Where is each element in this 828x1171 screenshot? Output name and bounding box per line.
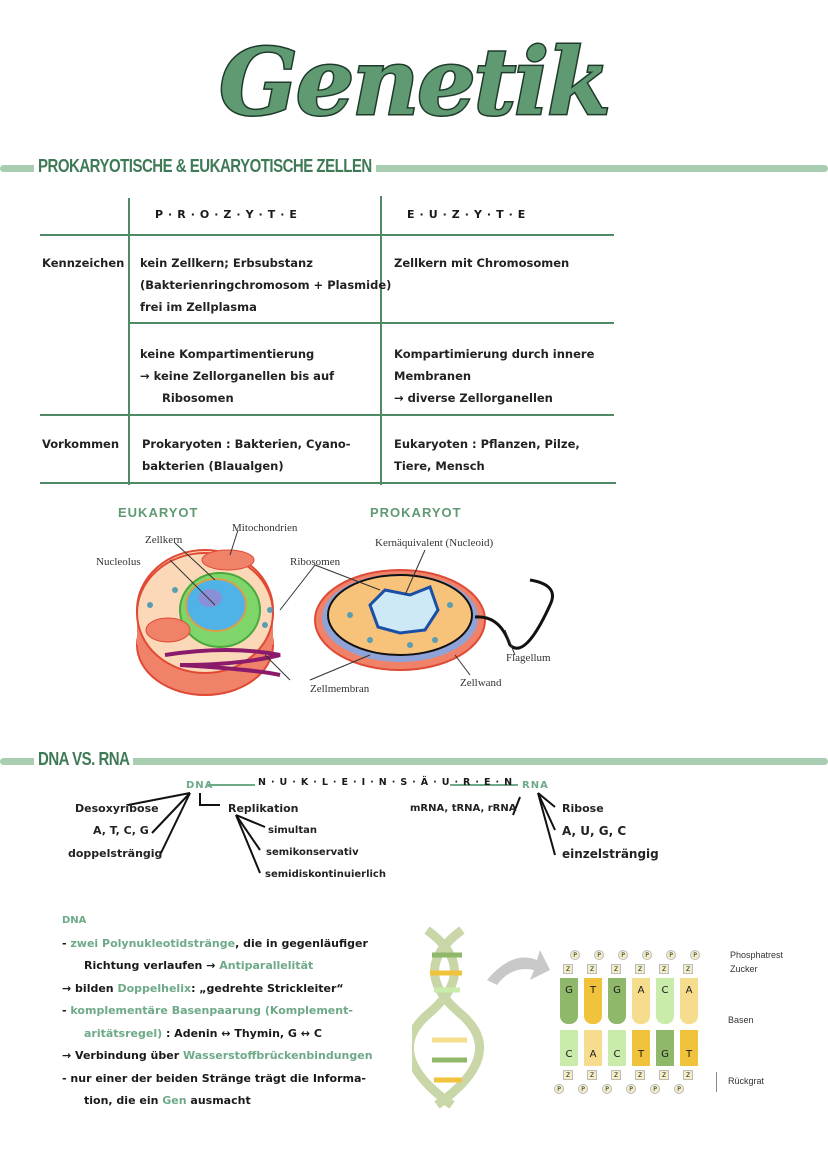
- base-bottom: C: [560, 1030, 578, 1066]
- label-ribosomen: Ribosomen: [290, 556, 341, 568]
- notes-heading: DNA: [62, 915, 87, 926]
- section-heading-zellen: PROKARYOTISCHE & EUKARYOTISCHE ZELLEN: [34, 156, 376, 177]
- section-divider: [0, 758, 828, 765]
- map-connectors: [127, 784, 556, 874]
- phosphate-mark: P: [674, 1084, 684, 1094]
- label-zellmembran: Zellmembran: [310, 683, 370, 695]
- rna-prop: A, U, G, C: [562, 824, 627, 838]
- label-mitochondrien: Mitochondrien: [232, 522, 298, 534]
- table-cell: Eukaryoten : Pflanzen, Pilze, Tiere, Men…: [394, 437, 580, 473]
- label-flagellum: Flagellum: [506, 652, 551, 664]
- table-cell: Prokaryoten : Bakterien, Cyano- bakterie…: [142, 437, 351, 473]
- phosphate-mark: P: [554, 1084, 564, 1094]
- label-rueckgrat: Rückgrat: [728, 1076, 765, 1086]
- sugar-mark: Z: [587, 1070, 597, 1080]
- base-top: A: [632, 978, 650, 1024]
- label-zucker: Zucker: [730, 964, 758, 974]
- label-basen: Basen: [728, 1015, 754, 1025]
- arrow-icon: [487, 950, 550, 985]
- table-cell: kein Zellkern; Erbsubstanz (Bakterienrin…: [140, 256, 392, 314]
- node-dna: DNA: [186, 780, 214, 791]
- phosphate-mark: P: [666, 950, 676, 960]
- section-heading-dna-rna: DNA VS. RNA: [34, 749, 134, 770]
- phosphate-mark: P: [626, 1084, 636, 1094]
- phosphate-mark: P: [594, 950, 604, 960]
- base-top: G: [560, 978, 578, 1024]
- node-nukleinsaeuren: N·U·K·L·E·I·N·S·Ä·U·R·E·N: [258, 777, 518, 788]
- section-divider: [0, 165, 828, 172]
- sugar-mark: Z: [563, 964, 573, 974]
- column-header-procyte: P·R·O·Z·Y·T·E: [155, 208, 302, 221]
- table-cell: Zellkern mit Chromosomen: [394, 256, 570, 270]
- phosphate-mark: P: [690, 950, 700, 960]
- caption-eukaryot: EUKARYOT: [118, 505, 199, 520]
- phosphate-mark: P: [650, 1084, 660, 1094]
- table-cell: keine Kompartimentierung → keine Zellorg…: [140, 347, 335, 405]
- base-top: A: [680, 978, 698, 1024]
- table-cell: Kompartimierung durch innere Membranen →…: [394, 347, 595, 405]
- phosphate-mark: P: [570, 950, 580, 960]
- sugar-mark: Z: [683, 964, 693, 974]
- base-top: G: [608, 978, 626, 1024]
- base-bottom: G: [656, 1030, 674, 1066]
- double-helix-illustration: [412, 926, 550, 1109]
- phosphate-mark: P: [618, 950, 628, 960]
- row-label-vorkommen: Vorkommen: [42, 437, 120, 451]
- dna-prop: Desoxyribose: [75, 802, 159, 815]
- label-zellkern: Zellkern: [145, 534, 183, 546]
- cell-illustration: [136, 529, 554, 696]
- phosphate-mark: P: [642, 950, 652, 960]
- sugar-mark: Z: [587, 964, 597, 974]
- row-label-kennzeichen: Kennzeichen: [42, 256, 125, 270]
- label-nucleolus: Nucleolus: [96, 556, 141, 568]
- base-bottom: T: [632, 1030, 650, 1066]
- rna-prop: Ribose: [562, 802, 604, 815]
- sugar-mark: Z: [659, 1070, 669, 1080]
- label-phosphatrest: Phosphatrest: [730, 950, 784, 960]
- label-zellwand: Zellwand: [460, 677, 502, 689]
- node-rna: RNA: [522, 780, 549, 791]
- rna-types: mRNA, tRNA, rRNA: [410, 803, 517, 814]
- phosphate-mark: P: [602, 1084, 612, 1094]
- sugar-mark: Z: [635, 1070, 645, 1080]
- base-top: T: [584, 978, 602, 1024]
- caption-prokaryot: PROKARYOT: [370, 505, 462, 520]
- base-top: C: [656, 978, 674, 1024]
- page-title: Genetik: [218, 27, 613, 138]
- sugar-mark: Z: [611, 964, 621, 974]
- sugar-mark: Z: [611, 1070, 621, 1080]
- label-kernaequivalent: Kernäquivalent (Nucleoid): [375, 537, 494, 549]
- sugar-mark: Z: [659, 964, 669, 974]
- phosphate-mark: P: [578, 1084, 588, 1094]
- base-bottom: T: [680, 1030, 698, 1066]
- dna-notes: DNA - zwei Polynukleotidstränge, die in …: [62, 910, 373, 1113]
- divider: [716, 1072, 717, 1092]
- dna-prop: doppelsträngig: [68, 847, 163, 860]
- sugar-mark: Z: [683, 1070, 693, 1080]
- sugar-mark: Z: [563, 1070, 573, 1080]
- replikation-prop: semikonservativ: [266, 847, 359, 858]
- rna-prop: einzelsträngig: [562, 847, 659, 861]
- column-header-eucyte: E·U·Z·Y·T·E: [407, 208, 531, 221]
- sugar-mark: Z: [635, 964, 645, 974]
- replikation-prop: simultan: [268, 825, 317, 836]
- node-replikation: Replikation: [228, 802, 299, 815]
- base-bottom: A: [584, 1030, 602, 1066]
- dna-prop: A, T, C, G: [93, 824, 149, 837]
- replikation-prop: semidiskontinuierlich: [265, 869, 386, 880]
- base-bottom: C: [608, 1030, 626, 1066]
